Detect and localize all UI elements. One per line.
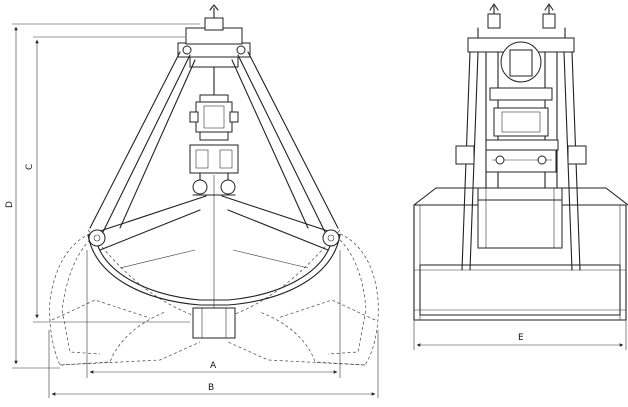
side-view: E: [413, 3, 628, 350]
side-bucket: [413, 187, 628, 321]
dimension-b: B: [48, 330, 379, 398]
struts: [89, 51, 339, 233]
head-block: [177, 4, 251, 68]
dimension-a-label: A: [210, 361, 217, 371]
front-view: C D A B: [5, 4, 379, 398]
dimension-a: A: [86, 250, 341, 378]
dimension-e-label: E: [518, 333, 524, 343]
bucket-jaws: [87, 195, 341, 339]
dimension-e: E: [413, 320, 627, 350]
center-column: [189, 66, 239, 310]
dimension-b-label: B: [208, 383, 214, 393]
dimension-d-label: D: [5, 201, 15, 208]
side-finials: [487, 3, 556, 29]
dimension-c: C: [25, 36, 190, 323]
dimension-c-label: C: [25, 164, 35, 170]
side-rods: [455, 51, 587, 271]
side-upper-frame: [467, 27, 575, 191]
dimension-d: D: [5, 23, 200, 369]
